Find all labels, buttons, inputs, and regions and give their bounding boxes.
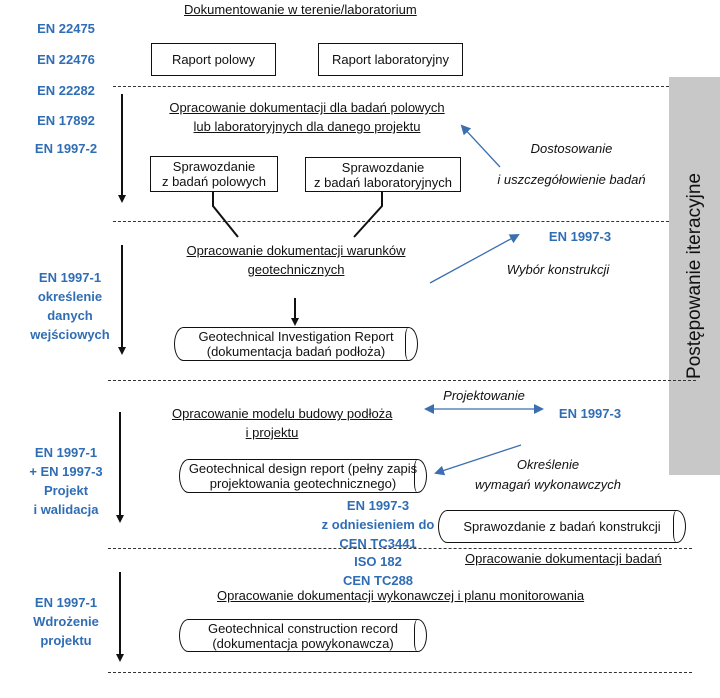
iterative-procedure-band: Postępowanie iteracyjne <box>669 77 720 475</box>
en1997-3-reference-line: z odniesieniem do <box>321 517 435 532</box>
standard-design-validation-line: EN 1997-1 <box>34 445 98 460</box>
standard-implementation-line: Wdrożenie <box>33 614 99 629</box>
adapt-line: i uszczegółowienie badań <box>497 172 646 187</box>
iso-standards-line: CEN TC288 <box>342 573 414 588</box>
separator-4 <box>108 548 692 549</box>
requirements-line: wymagań wykonawczych <box>475 477 621 492</box>
adapt-line: Dostosowanie <box>530 141 613 156</box>
standard-en22476: EN 22476 <box>37 52 95 67</box>
prep-doc-line: lub laboratoryjnych dla danego projektu <box>193 119 421 134</box>
field-report-box: Raport polowy <box>151 43 276 76</box>
standard-implementation-line: EN 1997-1 <box>34 595 98 610</box>
field-summary-box: Sprawozdanie z badań polowych <box>150 156 278 192</box>
standard-input-data-line: określenie <box>37 289 103 304</box>
gir-document: Geotechnical Investigation Report (dokum… <box>174 327 418 361</box>
gir-line: Geotechnical Investigation Report <box>198 329 394 344</box>
gcr-line: (dokumentacja powykonawcza) <box>212 635 394 651</box>
adapt-label: Dostosowanie i uszczegółowienie badań <box>484 139 659 189</box>
model-line: Opracowanie modelu budowy podłoża <box>172 406 393 421</box>
research-doc-text: Opracowanie dokumentacji badań <box>465 551 662 566</box>
standard-design-validation-line: + EN 1997-3 <box>29 464 103 479</box>
lab-summary-line: Sprawozdanie <box>341 159 425 175</box>
en1997-3-label-b: EN 1997-3 <box>558 406 622 421</box>
en1997-3-label-a: EN 1997-3 <box>548 229 612 244</box>
standard-en1997-2: EN 1997-2 <box>34 141 98 156</box>
field-report-label: Raport polowy <box>171 52 256 67</box>
separator-5 <box>108 672 692 673</box>
geo-doc-text: Opracowanie dokumentacji warunków geotec… <box>176 243 416 278</box>
diagram-title: Dokumentowanie w terenie/laboratorium <box>184 2 417 17</box>
design-label: Projektowanie <box>443 388 525 403</box>
gdr-line: Geotechnical design report (pełny zapis <box>188 461 418 476</box>
standard-design-validation: EN 1997-1 + EN 1997-3 Projekt i walidacj… <box>14 443 118 519</box>
prep-doc-text: Opracowanie dokumentacji dla badań polow… <box>150 100 464 135</box>
lab-report-box: Raport laboratoryjny <box>318 43 463 76</box>
separator-2 <box>113 221 669 222</box>
standard-en22475: EN 22475 <box>37 21 95 36</box>
standard-design-validation-line: i walidacja <box>33 502 99 517</box>
separator-1 <box>113 86 669 87</box>
gcr-line: Geotechnical construction record <box>207 620 399 636</box>
lab-summary-line: z badań laboratoryjnych <box>313 174 453 190</box>
construction-tests-document: Sprawozdanie z badań konstrukcji <box>438 510 686 543</box>
exec-doc-text: Opracowanie dokumentacji wykonawczej i p… <box>217 588 585 603</box>
standard-implementation: EN 1997-1 Wdrożenie projektu <box>14 593 118 650</box>
en1997-3-reference-line: EN 1997-3 <box>346 498 410 513</box>
geo-doc-line: geotechnicznych <box>247 262 345 277</box>
requirements-arrow <box>434 444 522 476</box>
standard-input-data-line: EN 1997-1 <box>38 270 102 285</box>
gcr-document: Geotechnical construction record (dokume… <box>179 619 427 652</box>
construction-tests-label: Sprawozdanie z badań konstrukcji <box>463 519 661 534</box>
standard-design-validation-line: Projekt <box>43 483 89 498</box>
en1997-3-reference-line: CEN TC3441 <box>339 536 417 551</box>
en1997-3-reference: EN 1997-3 z odniesieniem do CEN TC3441 <box>316 496 440 553</box>
iso-standards-line: ISO 182 <box>354 554 402 569</box>
standard-en17892: EN 17892 <box>37 113 95 128</box>
gir-line: (dokumentacja badań podłoża) <box>206 344 386 359</box>
model-text: Opracowanie modelu budowy podłoża i proj… <box>172 406 393 441</box>
standard-input-data-line: danych <box>47 308 93 323</box>
standard-implementation-line: projektu <box>40 633 92 648</box>
model-line: i projektu <box>245 425 299 440</box>
requirements-label: Określenie wymagań wykonawczych <box>468 455 628 494</box>
field-summary-line: Sprawozdanie <box>172 159 256 174</box>
standard-input-data: EN 1997-1 określenie danych wejściowych <box>14 268 126 344</box>
lab-summary-connector <box>353 192 383 238</box>
separator-3 <box>108 380 696 381</box>
field-summary-line: z badań polowych <box>161 174 267 189</box>
construction-choice-label: Wybór konstrukcji <box>506 262 610 277</box>
field-summary-connector <box>212 192 239 238</box>
choice-arrow <box>429 234 520 284</box>
lab-summary-box: Sprawozdanie z badań laboratoryjnych <box>305 157 461 192</box>
gdr-line: projektowania geotechnicznego) <box>209 476 397 491</box>
prep-doc-line: Opracowanie dokumentacji dla badań polow… <box>169 100 445 115</box>
standard-input-data-line: wejściowych <box>30 327 110 342</box>
geo-doc-line: Opracowanie dokumentacji warunków <box>186 243 406 258</box>
lab-report-label: Raport laboratoryjny <box>331 52 450 67</box>
gdr-document: Geotechnical design report (pełny zapis … <box>179 459 427 493</box>
standard-en22282: EN 22282 <box>37 83 95 98</box>
requirements-line: Określenie <box>516 457 580 472</box>
adapt-arrow <box>460 124 501 168</box>
iso-standards: ISO 182 CEN TC288 <box>326 552 430 590</box>
